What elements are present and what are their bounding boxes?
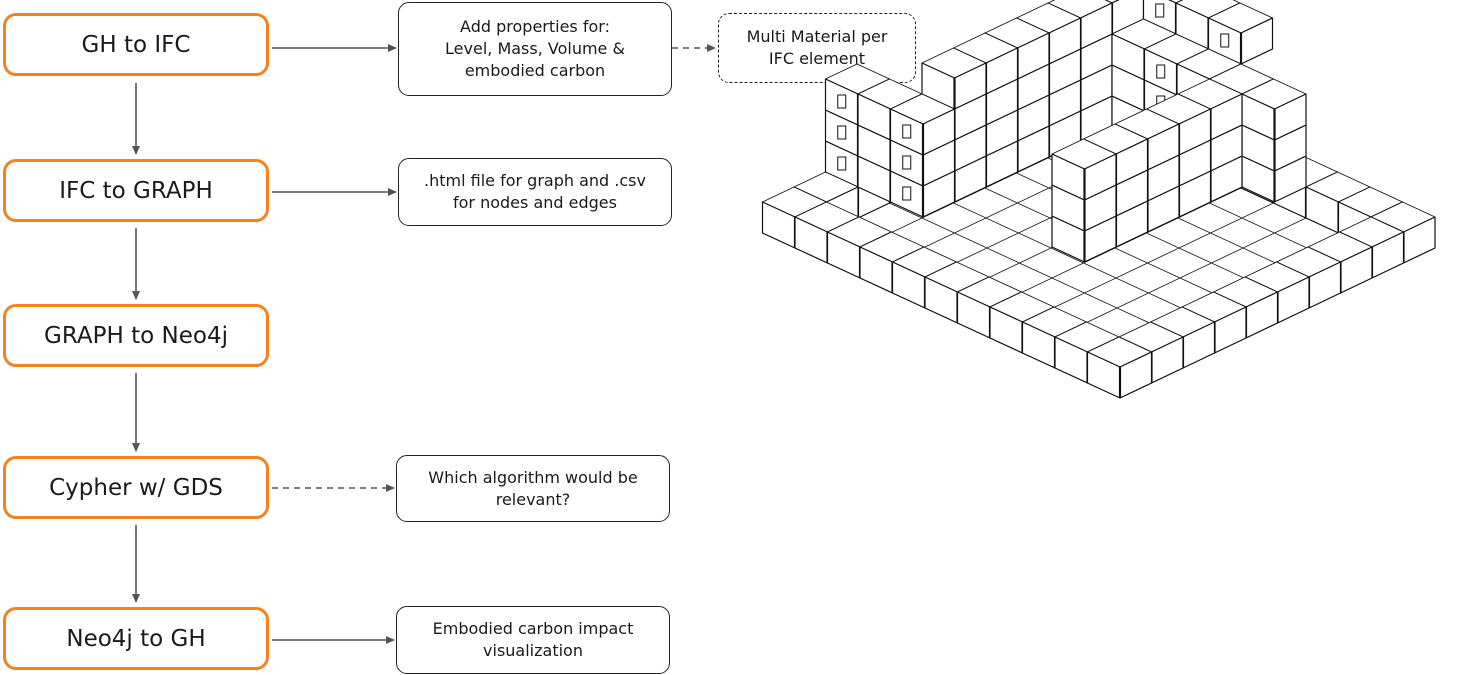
step-cypher-gds: Cypher w/ GDS: [3, 456, 269, 519]
note-add-properties: Add properties for: Level, Mass, Volume …: [398, 2, 672, 96]
building-module: [1086, 336, 1153, 399]
note-carbon-visualization: Embodied carbon impact visualization: [396, 606, 670, 674]
step-graph-to-neo4j: GRAPH to Neo4j: [3, 304, 269, 367]
note-algorithm-question: Which algorithm would be relevant?: [396, 455, 670, 522]
step-ifc-to-graph: IFC to GRAPH: [3, 159, 269, 222]
step-neo4j-to-gh: Neo4j to GH: [3, 607, 269, 670]
note-multi-material: Multi Material per IFC element: [718, 13, 916, 83]
building-module: [889, 93, 956, 156]
building-module: [1241, 78, 1307, 141]
note-html-csv-output: .html file for graph and .csv for nodes …: [398, 158, 672, 226]
building-module: [1051, 138, 1117, 201]
step-gh-to-ifc: GH to IFC: [3, 13, 269, 76]
